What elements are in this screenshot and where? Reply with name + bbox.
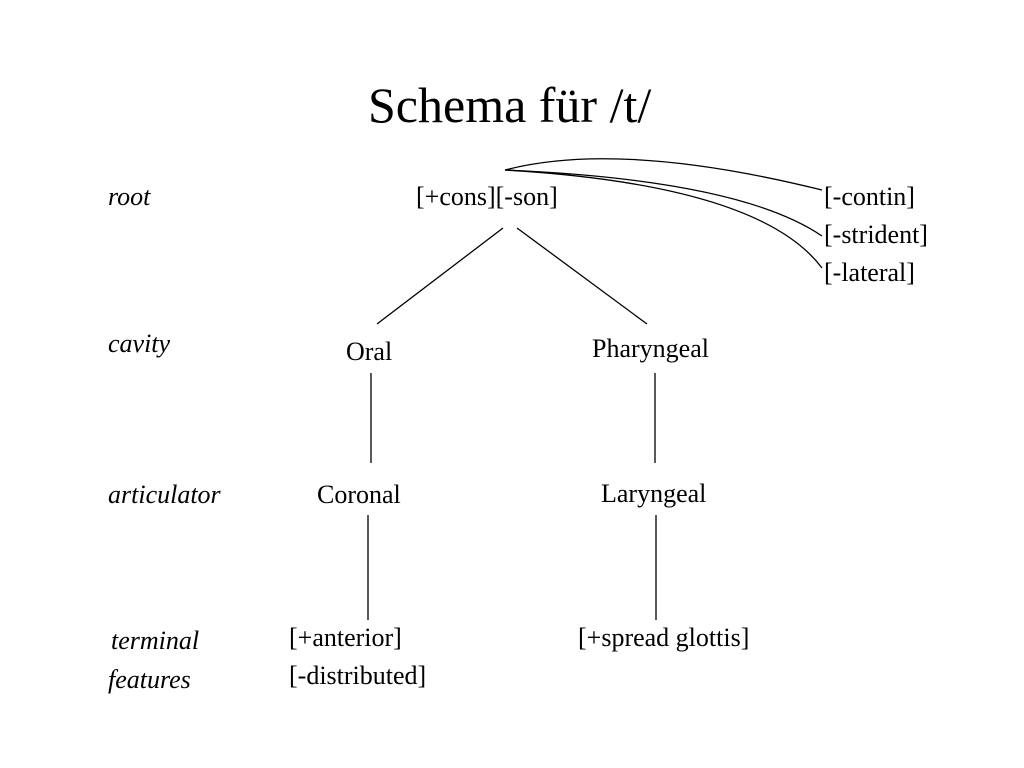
tier-label-features: features [108,665,191,694]
tier-label-terminal: terminal [111,626,200,655]
curve-root-strident [504,169,823,237]
feature-distributed: [-distributed] [289,661,427,690]
node-oral: Oral [346,337,393,366]
root-feature-strident: [-strident] [824,220,928,249]
page-title: Schema für /t/ [368,77,652,133]
curve-root-contin [504,158,823,191]
root-feature-contin: [-contin] [824,182,915,211]
tier-label-articulator: articulator [108,480,221,509]
node-laryngeal: Laryngeal [601,479,707,508]
node-coronal: Coronal [317,480,401,509]
edge-root-oral [376,227,504,325]
node-pharyngeal: Pharyngeal [592,334,709,363]
curve-root-lateral [504,169,823,269]
feature-spread-glottis: [+spread glottis] [578,623,750,652]
root-feature-lateral: [-lateral] [824,258,915,287]
tier-label-root: root [108,182,151,211]
edge-root-pharyngeal [516,227,648,325]
feature-anterior: [+anterior] [289,623,402,652]
tier-label-cavity: cavity [108,329,171,358]
node-root: [+cons][-son] [416,182,558,211]
